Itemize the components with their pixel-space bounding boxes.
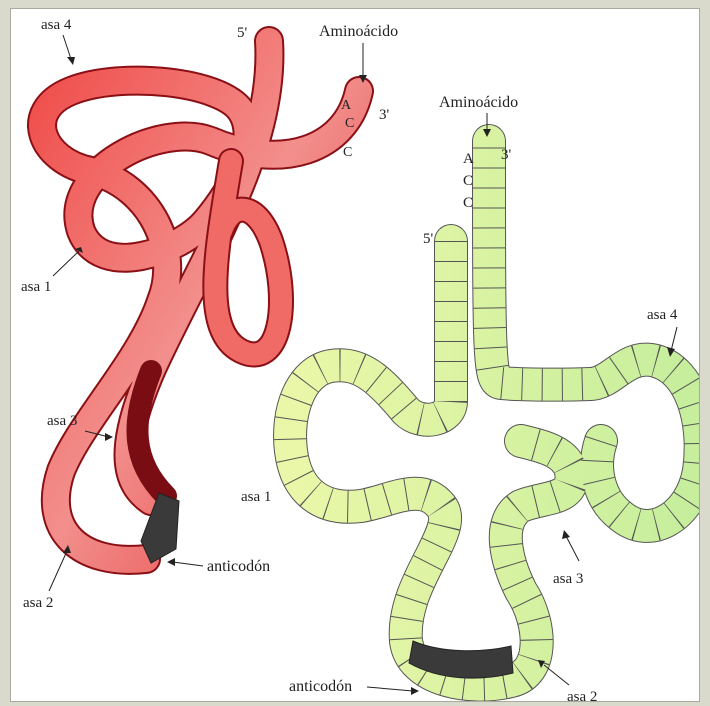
tertiary-anticodon-label: anticodón <box>207 558 270 575</box>
cloverleaf-acc-c1: C <box>463 173 473 189</box>
cloverleaf-asa-1-label: asa 1 <box>241 489 271 505</box>
tertiary-acc-c2: C <box>343 145 352 160</box>
tertiary-asa-4-arrowhead <box>67 57 75 65</box>
cloverleaf-asa-3-label: asa 3 <box>553 571 583 587</box>
cloverleaf-asa-2-arrow <box>544 665 569 685</box>
figure-frame: 5' Aminoácido A C C 3' asa 4 asa 1 asa 3… <box>10 8 700 702</box>
tertiary-asa-4-arrow <box>63 35 71 59</box>
trna-diagram: 5' Aminoácido A C C 3' asa 4 asa 1 asa 3… <box>11 9 699 701</box>
cloverleaf-anticodon-arrow <box>367 687 413 691</box>
cloverleaf-anticodon-arrowhead <box>411 687 419 695</box>
tertiary-asa-1-label: asa 1 <box>21 279 51 295</box>
cloverleaf-aminoacid: Aminoácido <box>439 94 518 111</box>
tertiary-acc-a: A <box>341 98 352 113</box>
cloverleaf-chain <box>290 141 699 685</box>
cloverleaf-acc-a: A <box>463 151 474 167</box>
tertiary-aminoacid: Aminoácido <box>319 23 398 40</box>
tertiary-anticodon-arrow <box>173 562 203 566</box>
cloverleaf-structure: Aminoácido A C C 3' 5' asa 4 asa 1 asa 3… <box>241 94 699 701</box>
tertiary-asa-3-label: asa 3 <box>47 413 77 429</box>
tertiary-anticodon-arrowhead <box>167 558 175 566</box>
tertiary-asa-2-arrow <box>49 551 67 591</box>
cloverleaf-asa-2-label: asa 2 <box>567 689 597 701</box>
cloverleaf-acc-c2: C <box>463 195 473 211</box>
tertiary-asa-2-label: asa 2 <box>23 595 53 611</box>
cloverleaf-anticodon-label: anticodón <box>289 678 352 695</box>
cloverleaf-asa-4-arrow <box>671 327 677 351</box>
tertiary-asa-1-arrow <box>53 251 79 276</box>
tertiary-three-prime: 3' <box>379 107 390 123</box>
cloverleaf-five-prime: 5' <box>423 231 434 247</box>
tertiary-acc-c1: C <box>345 116 354 131</box>
tertiary-five-prime: 5' <box>237 25 248 41</box>
cloverleaf-asa-3-arrow <box>566 536 579 561</box>
tertiary-asa-3-arrowhead <box>105 433 113 441</box>
tertiary-asa-4-label: asa 4 <box>41 17 72 33</box>
cloverleaf-asa-4-label: asa 4 <box>647 307 678 323</box>
cloverleaf-three-prime: 3' <box>501 147 512 163</box>
cloverleaf-asa-3-arrowhead <box>562 530 570 539</box>
tertiary-lower-strand <box>137 371 166 496</box>
